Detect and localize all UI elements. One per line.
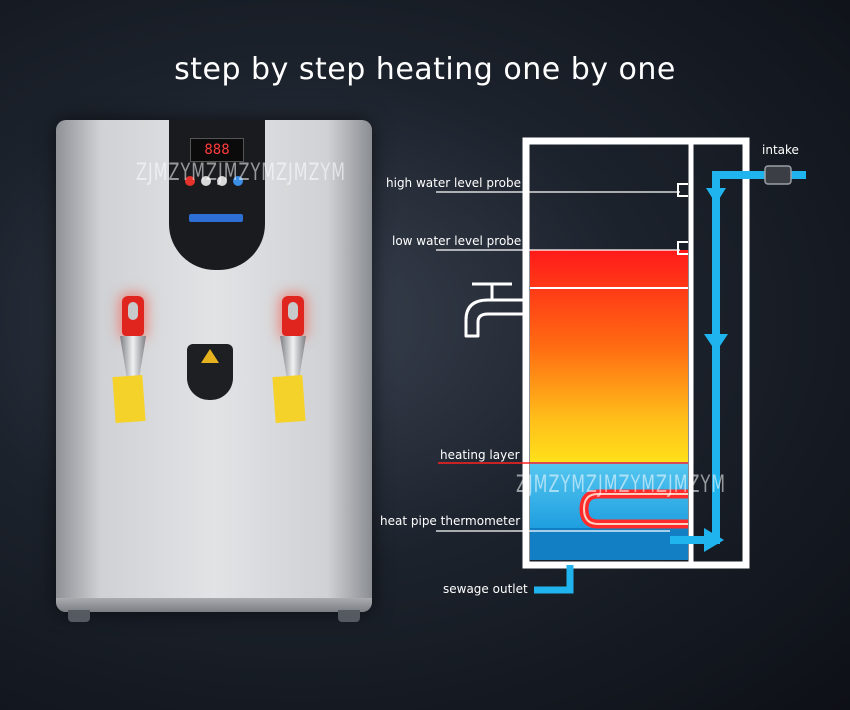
control-panel: 888 — [169, 120, 265, 270]
machine-foot — [338, 610, 360, 622]
machine-base — [56, 598, 372, 612]
control-button[interactable] — [233, 176, 243, 186]
hot-water-tap-right[interactable] — [270, 296, 318, 423]
low-probe-label: low water level probe — [392, 234, 522, 248]
control-button[interactable] — [201, 176, 211, 186]
flow-arrow-icon — [706, 188, 726, 204]
hot-water-tap-left[interactable] — [110, 296, 158, 423]
control-button[interactable] — [217, 176, 227, 186]
hot-water-layer — [530, 250, 688, 462]
watermark: ZJMZYMZJMZYMZJMZYM — [136, 157, 347, 186]
tap-handle[interactable] — [282, 296, 304, 336]
flow-arrow-icon — [704, 528, 724, 552]
intake-label: intake — [762, 143, 799, 157]
low-probe-marker — [677, 241, 688, 255]
tank-frame — [522, 137, 750, 569]
flow-arrow-icon — [704, 334, 728, 352]
page-title: step by step heating one by one — [174, 52, 676, 87]
sewage-pipe — [534, 565, 574, 594]
digital-display: 888 — [190, 138, 244, 162]
sewage-label: sewage outlet — [443, 582, 528, 596]
warning-badge — [187, 344, 233, 400]
heat-pipe-label: heat pipe thermometer — [380, 514, 521, 528]
machine-foot — [68, 610, 90, 622]
high-probe-marker — [677, 183, 688, 197]
intake-valve — [764, 165, 792, 185]
tap-handle[interactable] — [122, 296, 144, 336]
water-boiler: 888 — [56, 120, 372, 622]
water-flow-pipe — [670, 171, 806, 544]
bottom-water-layer — [530, 528, 688, 560]
brand-logo — [189, 214, 243, 222]
water-tap-icon — [464, 282, 526, 338]
heating-layer-label: heating layer — [440, 448, 520, 462]
watermark: ZJMZYMZJMZYMZJMZYM — [516, 469, 727, 498]
high-probe-label: high water level probe — [386, 176, 521, 190]
heating-element-core — [582, 493, 688, 525]
control-button[interactable] — [185, 176, 195, 186]
